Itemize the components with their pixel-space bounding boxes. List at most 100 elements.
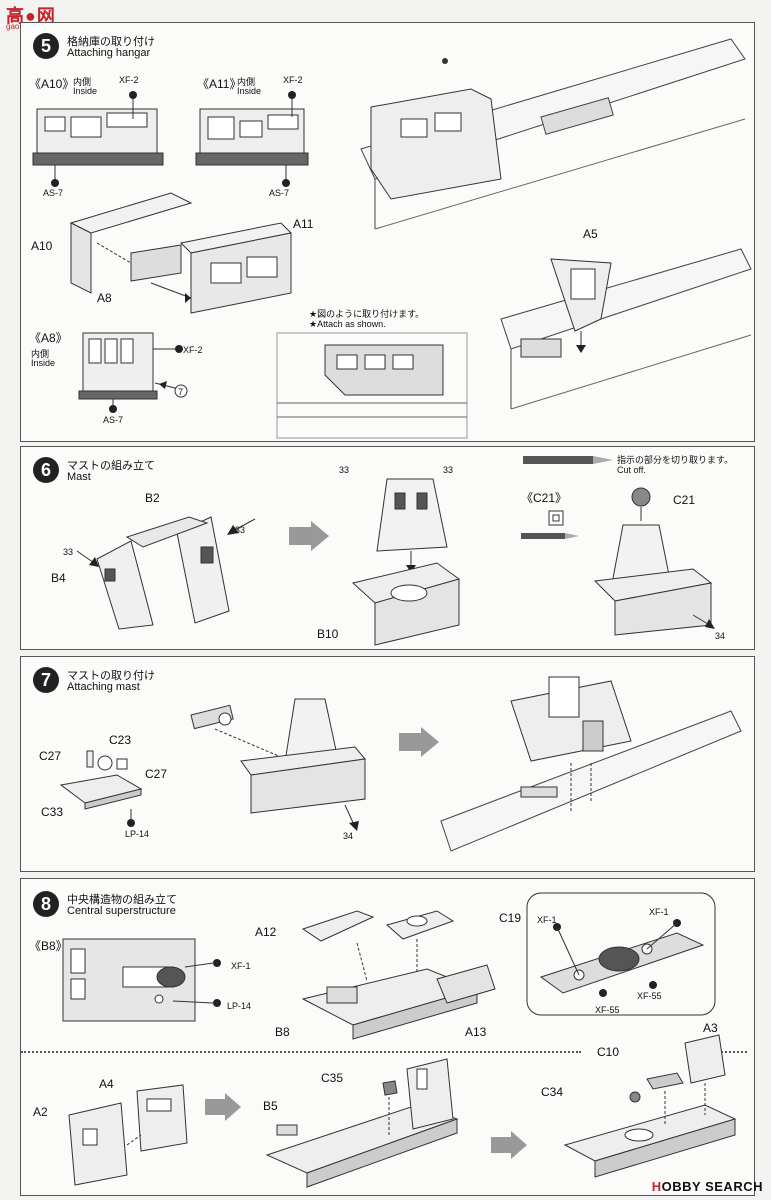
- c21-callout-label: 《C21》: [521, 491, 568, 505]
- cement-33b-label: 33: [235, 525, 246, 535]
- a10-callout-label: 《A10》: [29, 77, 75, 91]
- hangar-assembly-drawing: [69, 192, 293, 314]
- flow-arrow-icon: [491, 1131, 527, 1159]
- detail-xf55b-label: XF-55: [637, 991, 662, 1001]
- flow-arrow-icon: [289, 521, 329, 551]
- cement-33c-label: 33: [339, 465, 350, 475]
- step-7-title-en: Attaching mast: [67, 681, 140, 693]
- part-a2-label: A2: [33, 1105, 48, 1119]
- part-b10-label: B10: [317, 627, 339, 641]
- a10-inside-en: Inside: [73, 86, 98, 96]
- watermark-prefix: H: [651, 1179, 662, 1194]
- lp14-label-step7: LP-14: [125, 829, 150, 839]
- part-c10-label: C10: [597, 1045, 620, 1059]
- cement-34-label-step7: 34: [343, 831, 354, 841]
- site-logo: 高●网 gao-shou.com: [0, 0, 771, 31]
- step-5-number: 5: [33, 33, 59, 59]
- c21-cutoff-drawing: [521, 510, 579, 539]
- hull-upper-drawing: [360, 38, 746, 230]
- a11-callout-label: 《A11》: [197, 77, 242, 91]
- mast-parts-drawing: [76, 516, 256, 630]
- mast-assembly-drawing: [351, 478, 461, 646]
- flow-arrow-icon: [205, 1093, 241, 1121]
- detail-xf1a-label: XF-1: [537, 915, 557, 925]
- c33-platform-drawing: [59, 750, 143, 827]
- part-c19-label: C19: [499, 911, 522, 925]
- part-c21-label: C21: [673, 493, 696, 507]
- a8-callout-label: 《A8》: [29, 331, 68, 345]
- part-c34-label: C34: [541, 1085, 564, 1099]
- hobby-knife-icon: [523, 456, 613, 464]
- part-a3-label: A3: [703, 1021, 718, 1035]
- hobby-search-watermark: HOBBY SEARCH: [652, 1179, 763, 1194]
- step-6-title-en: Mast: [67, 471, 91, 483]
- flow-arrow-icon: [399, 727, 439, 757]
- cement-33d-label: 33: [443, 465, 454, 475]
- a8-xf2-label: XF-2: [183, 345, 203, 355]
- a10-inside-drawing: [32, 91, 164, 187]
- step-5-title-jp: 格納庫の取り付け: [67, 36, 155, 48]
- part-c27b-label: C27: [145, 767, 168, 781]
- part-b4-label: B4: [51, 571, 66, 585]
- part-c33-label: C33: [41, 805, 64, 819]
- a8-inside-drawing: [78, 332, 188, 413]
- a10-inside-jp: 内側: [73, 77, 92, 87]
- section-divider-right: [717, 1051, 747, 1053]
- part-a4-label: A4: [99, 1077, 114, 1091]
- step-6-title-jp: マストの組み立て: [67, 460, 155, 472]
- step-7-number: 7: [33, 667, 59, 693]
- a2-a4-drawing: [68, 1084, 188, 1186]
- step-8-title-en: Central superstructure: [67, 905, 176, 917]
- part-a11-label: A11: [293, 217, 314, 231]
- a10-xf2-label: XF-2: [119, 75, 139, 85]
- a8-as7-label: AS-7: [103, 415, 124, 425]
- cement-33a-label: 33: [63, 547, 74, 557]
- site-logo-mark: 高●网: [6, 6, 56, 26]
- mast-on-platform-drawing: [190, 698, 366, 831]
- a11-xf2-label: XF-2: [283, 75, 303, 85]
- watermark-text: OBBY SEARCH: [661, 1179, 763, 1194]
- a11-inside-drawing: [195, 91, 309, 187]
- b8-xf1-label: XF-1: [231, 961, 251, 971]
- part-c35-label: C35: [321, 1071, 344, 1085]
- final-superstructure-drawing: [563, 1034, 737, 1178]
- step-7-title-jp: マストの取り付け: [67, 670, 155, 682]
- a11-inside-en: Inside: [237, 86, 262, 96]
- b8-underside-drawing: [62, 938, 221, 1022]
- step-5-title-en: Attaching hangar: [67, 47, 151, 59]
- cut-note-jp: 指示の部分を切り取ります。: [617, 455, 734, 465]
- step-8-number: 8: [33, 891, 59, 917]
- detail-xf1b-label: XF-1: [649, 907, 669, 917]
- a8-ref-step-label: 7: [178, 387, 184, 397]
- part-a13-label: A13: [465, 1025, 487, 1039]
- attach-note-jp: ★図のように取り付けます。: [309, 309, 425, 319]
- cement-34-label-step6: 34: [715, 631, 726, 641]
- b8-lp14-label: LP-14: [227, 1001, 252, 1011]
- part-a8-label: A8: [97, 291, 112, 305]
- hull-mast-install-drawing: [440, 676, 742, 852]
- part-a10-label: A10: [31, 239, 53, 253]
- a8-inside-jp: 内側: [31, 349, 50, 359]
- b8-callout-label: 《B8》: [29, 939, 68, 953]
- part-b8-label: B8: [275, 1025, 290, 1039]
- attach-note-en: ★Attach as shown.: [309, 319, 386, 329]
- b8-assembly-drawing: [301, 910, 496, 1040]
- step-6-panel: 6 マストの組み立て Mast B2 B4 33 33 33 33 B10 指示…: [20, 446, 755, 650]
- part-a5-label: A5: [583, 227, 598, 241]
- a10-as7-label: AS-7: [43, 188, 64, 198]
- cut-note-en: Cut off.: [617, 465, 646, 475]
- part-b5-label: B5: [263, 1099, 278, 1113]
- detail-xf55a-label: XF-55: [595, 1005, 620, 1015]
- section-divider: [21, 1051, 581, 1053]
- hull-lower-drawing: [500, 248, 752, 410]
- a8-inside-en: Inside: [31, 358, 56, 368]
- mast-c21-drawing: [593, 487, 715, 636]
- b5-assembly-drawing: [265, 1058, 459, 1188]
- a11-as7-label: AS-7: [269, 188, 290, 198]
- step-8-title-jp: 中央構造物の組み立て: [67, 894, 177, 906]
- attach-detail-drawing: [276, 332, 468, 439]
- part-b2-label: B2: [145, 491, 160, 505]
- paint-detail-box: [526, 892, 716, 1016]
- step-6-number: 6: [33, 457, 59, 483]
- step-7-panel: 7 マストの取り付け Attaching mast C23 C27 C27 C3…: [20, 656, 755, 872]
